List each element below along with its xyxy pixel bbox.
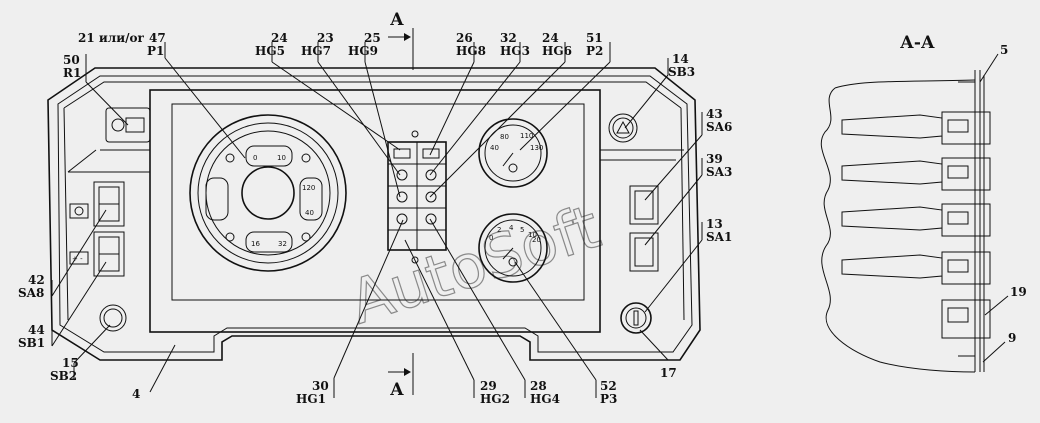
gauge-scale-press-e: 10: [528, 231, 537, 239]
dashboard-body: [47, 67, 701, 361]
gauge-scale-right-mid-a: 120: [302, 184, 315, 192]
callout-c24b: 24: [542, 31, 559, 45]
cluster-panel: [171, 103, 585, 301]
callout-c14: 14: [672, 52, 689, 66]
callout-c52: 52: [600, 379, 617, 393]
section-arrows: [404, 33, 411, 376]
callout-c50: 50: [63, 53, 80, 67]
callout-csa1: SA1: [706, 230, 732, 244]
callout-c29: 29: [480, 379, 497, 393]
callout-c51: 51: [586, 31, 603, 45]
callout-chg7: HG7: [301, 44, 331, 58]
callout-c39: 39: [706, 152, 723, 166]
callout-c32: 32: [500, 31, 517, 45]
svg-text:+ -: + -: [72, 255, 83, 263]
callout-chg6: HG6: [542, 44, 572, 58]
rheostat-r1[interactable]: [105, 107, 151, 143]
gauge-scale-bottom-a: 16: [251, 240, 260, 248]
gauge-scale-right-mid-b: 40: [305, 209, 314, 217]
rocker-switch-sa1[interactable]: [629, 232, 659, 272]
callout-c28: 28: [530, 379, 547, 393]
callout-chg5: HG5: [255, 44, 285, 58]
gauge-scale-temp-b: 80: [500, 133, 509, 141]
ignition-switch-sa6[interactable]: [620, 302, 652, 334]
callout-c30: 30: [312, 379, 329, 393]
callout-c21: 21 или/or: [78, 31, 145, 45]
temperature-gauge-p2: 40 80 110 130: [478, 118, 548, 188]
callout-c25: 25: [364, 31, 381, 45]
section-view-a-a: [820, 53, 1009, 373]
callout-c4: 4: [132, 387, 140, 401]
leader-lines: [51, 28, 703, 398]
warning-lamp-block: [387, 130, 447, 264]
callout-c24a: 24: [271, 31, 288, 45]
gauge-scale-temp-a: 40: [490, 144, 499, 152]
rocker-switch-sa8[interactable]: [93, 181, 125, 227]
gauge-scale-bottom-b: 32: [278, 240, 287, 248]
callout-chg9: HG9: [348, 44, 378, 58]
callout-labels: А А А-А 21 или/or 47 P1 50 R1 24 HG5 23 …: [18, 10, 1027, 406]
callout-c13: 13: [706, 217, 723, 231]
callout-cp1: P1: [147, 44, 164, 58]
lamp-icon: [69, 203, 89, 219]
rocker-switch-sa3[interactable]: [629, 185, 659, 225]
callout-csb3: SB3: [668, 65, 695, 79]
callout-cr1: R1: [63, 66, 81, 80]
gauge-scale-left-top-a: 0: [253, 154, 257, 162]
callout-c43: 43: [706, 107, 723, 121]
gauge-scale-left-top-b: 10: [277, 154, 286, 162]
callout-c5: 5: [1000, 43, 1008, 57]
combination-gauge-p1: 0 10 120 40 16 32: [189, 114, 347, 272]
callout-c42: 42: [28, 273, 45, 287]
callout-c23: 23: [317, 31, 334, 45]
callout-cp3: P3: [600, 392, 617, 406]
callout-c47: 47: [149, 31, 166, 45]
callout-c15: 15: [62, 356, 79, 370]
rocker-switch-sb1[interactable]: [93, 231, 125, 277]
pressure-gauge-p3: 0 2 4 5 10 20: [478, 213, 548, 283]
gauge-scale-press-d: 5: [520, 226, 524, 234]
callout-csa6: SA6: [706, 120, 732, 134]
gauge-scale-temp-d: 130: [530, 144, 543, 152]
watermark-text: AutoSoft: [342, 192, 609, 338]
callout-c19: 19: [1010, 285, 1027, 299]
callout-chg2: HG2: [480, 392, 510, 406]
callout-csa8: SA8: [18, 286, 44, 300]
callout-chg8: HG8: [456, 44, 486, 58]
callout-cp2: P2: [586, 44, 603, 58]
section-title: А-А: [900, 33, 935, 53]
section-marker-bottom: А: [390, 380, 404, 400]
callout-chg4: HG4: [530, 392, 560, 406]
callout-chg1: HG1: [296, 392, 326, 406]
battery-icon: + -: [69, 251, 89, 265]
callout-c26: 26: [456, 31, 473, 45]
callout-csb1: SB1: [18, 336, 45, 350]
callout-csa3: SA3: [706, 165, 732, 179]
callout-c44: 44: [28, 323, 45, 337]
gauge-scale-press-f: 20: [532, 236, 541, 244]
gauge-scale-temp-c: 110: [520, 132, 533, 140]
callout-c9: 9: [1008, 331, 1016, 345]
section-marker-top: А: [390, 10, 404, 30]
gauge-scale-press-c: 4: [509, 224, 514, 232]
gauge-scale-press-a: 0: [489, 234, 493, 242]
callout-chg3: HG3: [500, 44, 530, 58]
gauge-scale-press-b: 2: [497, 226, 501, 234]
push-button-sb2[interactable]: [99, 304, 127, 332]
callout-c17: 17: [660, 366, 677, 380]
callout-csb2: SB2: [50, 369, 77, 383]
